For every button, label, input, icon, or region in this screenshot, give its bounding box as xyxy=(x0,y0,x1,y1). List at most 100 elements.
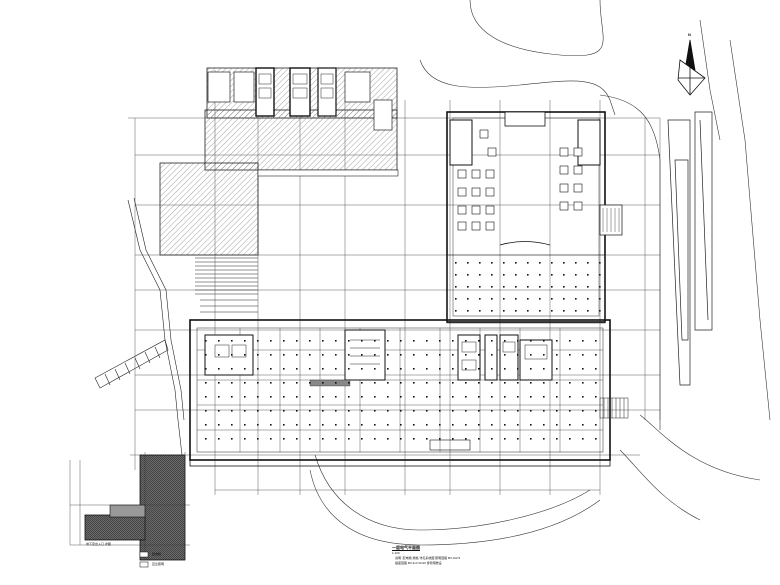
light-fixture-icon xyxy=(575,298,577,300)
light-fixture-icon xyxy=(491,382,493,384)
light-fixture-icon xyxy=(439,354,441,356)
light-fixture-icon xyxy=(348,424,350,426)
light-fixture-icon xyxy=(452,396,454,398)
light-fixture-icon xyxy=(575,286,577,288)
light-fixture-icon xyxy=(595,396,597,398)
light-fixture-icon xyxy=(322,354,324,356)
left-wing xyxy=(159,162,399,313)
light-fixture-icon xyxy=(205,368,207,370)
light-fixtures xyxy=(205,262,601,440)
light-fixture-icon xyxy=(257,424,259,426)
light-fixture-icon xyxy=(283,340,285,342)
light-fixture-icon xyxy=(309,382,311,384)
light-fixture-icon xyxy=(257,354,259,356)
light-fixture-icon xyxy=(465,424,467,426)
light-fixture-icon xyxy=(374,396,376,398)
light-fixture-icon xyxy=(467,298,469,300)
light-fixture-icon xyxy=(218,424,220,426)
light-fixture-icon xyxy=(348,382,350,384)
light-fixture-icon xyxy=(530,354,532,356)
light-fixture-icon xyxy=(270,424,272,426)
light-fixture-icon xyxy=(322,368,324,370)
light-fixture-icon xyxy=(595,410,597,412)
light-fixture-icon xyxy=(335,382,337,384)
light-fixture-icon xyxy=(491,340,493,342)
light-fixture-icon xyxy=(543,382,545,384)
light-fixture-icon xyxy=(517,354,519,356)
light-fixture-icon xyxy=(478,382,480,384)
table-icon xyxy=(457,221,467,231)
light-fixture-icon xyxy=(374,410,376,412)
light-fixture-icon xyxy=(503,274,505,276)
light-fixture-icon xyxy=(530,368,532,370)
light-fixture-icon xyxy=(582,368,584,370)
light-fixture-icon xyxy=(309,354,311,356)
light-fixture-icon xyxy=(575,310,577,312)
light-fixture-icon xyxy=(599,274,601,276)
light-fixture-icon xyxy=(539,274,541,276)
light-fixture-icon xyxy=(257,382,259,384)
light-fixture-icon xyxy=(335,438,337,440)
light-fixture-icon xyxy=(387,340,389,342)
table-icon xyxy=(479,129,489,139)
light-fixture-icon xyxy=(387,382,389,384)
light-fixture-icon xyxy=(504,340,506,342)
light-fixture-icon xyxy=(479,298,481,300)
light-fixture-icon xyxy=(599,262,601,264)
light-fixture-icon xyxy=(335,368,337,370)
light-fixture-icon xyxy=(582,410,584,412)
light-fixture-icon xyxy=(479,274,481,276)
drawing-notes-2: 插座回路 BV-3x4 SC20 穿管暗敷设 xyxy=(395,561,442,565)
light-fixture-icon xyxy=(479,262,481,264)
light-fixture-icon xyxy=(465,340,467,342)
light-fixture-icon xyxy=(515,286,517,288)
light-fixture-icon xyxy=(244,354,246,356)
light-fixture-icon xyxy=(400,382,402,384)
light-fixture-icon xyxy=(563,286,565,288)
light-fixture-icon xyxy=(400,396,402,398)
light-fixture-icon xyxy=(205,424,207,426)
light-fixture-icon xyxy=(517,382,519,384)
table-icon xyxy=(559,183,569,193)
light-fixture-icon xyxy=(478,340,480,342)
light-fixture-icon xyxy=(309,396,311,398)
light-fixture-icon xyxy=(530,438,532,440)
light-fixture-icon xyxy=(296,354,298,356)
light-fixture-icon xyxy=(270,396,272,398)
light-fixture-icon xyxy=(563,274,565,276)
light-fixture-icon xyxy=(452,340,454,342)
light-fixture-icon xyxy=(491,368,493,370)
light-fixture-icon xyxy=(322,396,324,398)
light-fixture-icon xyxy=(244,424,246,426)
light-fixture-icon xyxy=(322,424,324,426)
light-fixture-icon xyxy=(387,438,389,440)
light-fixture-icon xyxy=(569,354,571,356)
light-fixture-icon xyxy=(361,340,363,342)
table-icon xyxy=(471,205,481,215)
light-fixture-icon xyxy=(465,396,467,398)
light-fixture-icon xyxy=(595,424,597,426)
light-fixture-icon xyxy=(283,354,285,356)
light-fixture-icon xyxy=(374,368,376,370)
light-fixture-icon xyxy=(563,310,565,312)
light-fixture-icon xyxy=(479,310,481,312)
light-fixture-icon xyxy=(582,382,584,384)
light-fixture-icon xyxy=(374,438,376,440)
light-fixture-icon xyxy=(257,410,259,412)
light-fixture-icon xyxy=(257,396,259,398)
light-fixture-icon xyxy=(465,438,467,440)
light-fixture-icon xyxy=(556,424,558,426)
table-icon xyxy=(559,165,569,175)
light-fixture-icon xyxy=(361,424,363,426)
light-fixture-icon xyxy=(387,410,389,412)
light-fixture-icon xyxy=(309,368,311,370)
exit-stair xyxy=(599,397,629,419)
light-fixture-icon xyxy=(582,396,584,398)
light-fixture-icon xyxy=(569,382,571,384)
light-fixture-icon xyxy=(491,310,493,312)
light-fixture-icon xyxy=(595,340,597,342)
light-fixture-icon xyxy=(374,382,376,384)
light-fixture-icon xyxy=(563,262,565,264)
light-fixture-icon xyxy=(322,382,324,384)
light-fixture-icon xyxy=(439,340,441,342)
